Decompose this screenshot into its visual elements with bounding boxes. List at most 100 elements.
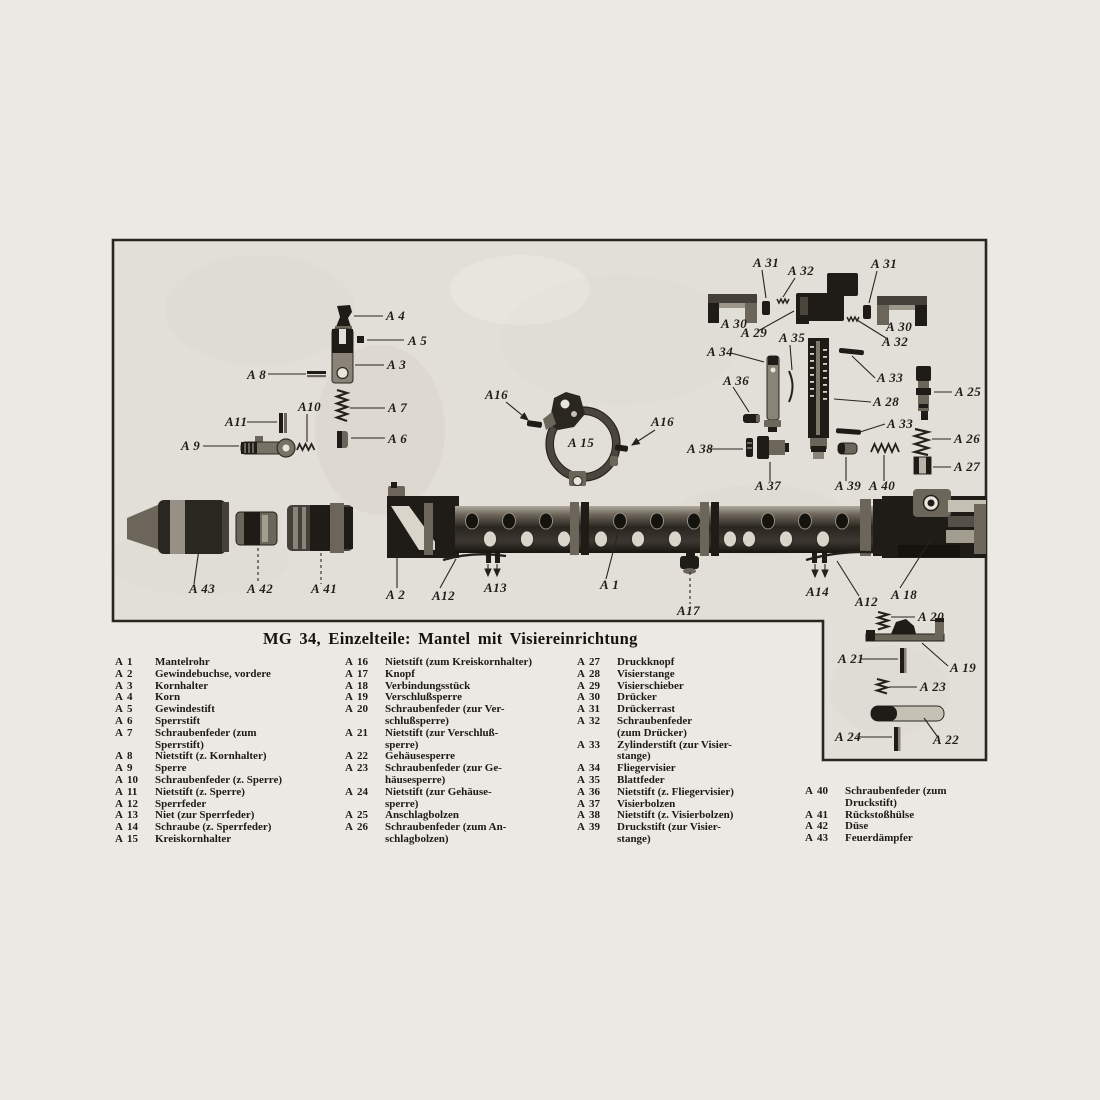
- part-a6-sperrstift: [337, 431, 348, 448]
- part-name: Anschlagbolzen: [385, 809, 459, 822]
- part-number-digit: 8: [127, 750, 133, 763]
- part-number-digit: 13: [127, 809, 138, 822]
- part-name: Nietstift (z. Visierbolzen): [617, 809, 734, 822]
- diagram-label: A 33: [876, 370, 903, 385]
- diagram-label: A 24: [834, 729, 861, 744]
- diagram-label: A 29: [740, 325, 767, 340]
- part-name: Visierbolzen: [617, 797, 676, 810]
- part-name: Schraubenfeder (zur Ver- schlußsperre): [385, 703, 505, 727]
- page-title: MG 34, Einzelteile: Mantel mit Visierein…: [263, 629, 638, 648]
- part-name: Gewindestift: [155, 703, 215, 716]
- part-name: Visierstange: [617, 667, 675, 680]
- panel-border: [111, 238, 988, 762]
- part-a24-nietstift: [894, 727, 901, 751]
- part-number-letter: A: [577, 656, 585, 668]
- part-number-digit: 39: [589, 821, 600, 834]
- part-a22-gehaeusesperre: [870, 705, 945, 722]
- part-a4-korn: [335, 305, 352, 330]
- diagram-label: A 35: [778, 330, 805, 345]
- part-number-letter: A: [115, 832, 123, 845]
- part-number-digit: 1: [127, 656, 133, 668]
- part-number-letter: A: [345, 821, 353, 834]
- part-number-letter: A: [805, 832, 813, 845]
- part-a25-anschlagbolzen: [916, 366, 931, 420]
- part-number-digit: 37: [589, 797, 600, 810]
- part-number-digit: 11: [127, 785, 138, 798]
- part-name: Schraubenfeder (zum Druckstift): [845, 785, 947, 809]
- parts-list-entry: A 15 Kreiskornhalter: [115, 832, 343, 846]
- part-name: Kreiskornhalter: [155, 832, 232, 845]
- diagram-label: A 18: [890, 587, 917, 602]
- part-number-letter: A: [115, 773, 123, 786]
- part-number-letter: A: [577, 809, 585, 822]
- diagram-label: A 41: [310, 581, 337, 596]
- part-number-digit: 15: [127, 832, 138, 845]
- part-number-letter: A: [577, 691, 585, 704]
- part-number-letter: A: [115, 667, 123, 680]
- part-a30-druecker-right: [877, 296, 927, 326]
- part-name: Nietstift (zur Verschluß- sperre): [385, 726, 499, 751]
- part-number-digit: 21: [357, 726, 368, 739]
- part-number-digit: 5: [127, 703, 133, 716]
- diagram-label: A 36: [722, 373, 749, 388]
- part-name: Schraubenfeder (zur Ge- häusesperre): [385, 762, 502, 786]
- part-name: Knopf: [385, 667, 415, 680]
- part-number-letter: A: [577, 797, 585, 810]
- part-number-digit: 22: [357, 750, 368, 763]
- part-name: Blattfeder: [617, 773, 665, 786]
- parts-list-entry: A 37 Visierbolzen: [577, 797, 805, 811]
- part-a10-schraubenfeder: [296, 441, 316, 453]
- part-number-letter: A: [115, 785, 123, 798]
- part-a8-nietstift: [307, 371, 326, 378]
- diagram-label: A 31: [870, 256, 897, 271]
- part-number-letter: A: [577, 667, 585, 680]
- part-number-digit: 31: [589, 703, 600, 716]
- jacket-holes-lower: [483, 530, 830, 548]
- part-a9-sperre: [240, 436, 296, 458]
- part-a18-verbindungsstueck-rear: [860, 489, 986, 558]
- part-number-digit: 2: [127, 667, 133, 680]
- part-name: Drückerrast: [617, 703, 676, 716]
- diagram-label: A 20: [917, 609, 944, 624]
- part-number-digit: 18: [357, 679, 368, 692]
- diagram-label: A 31: [752, 255, 779, 270]
- diagram-label: A 32: [881, 334, 908, 349]
- part-a26-schraubenfeder: [910, 427, 933, 457]
- part-name: Rückstoßhülse: [845, 808, 915, 821]
- part-number-digit: 19: [357, 691, 368, 704]
- diagram-label: A 30: [720, 316, 747, 331]
- diagram-label: A10: [297, 399, 321, 414]
- part-number-letter: A: [805, 808, 813, 821]
- part-number-letter: A: [345, 703, 353, 716]
- part-number-digit: 43: [817, 832, 828, 845]
- part-a29-visierschieber: [796, 273, 858, 324]
- diagram-label: A 39: [834, 478, 861, 493]
- diagram-label: A 21: [837, 651, 864, 666]
- diagram-label: A 27: [953, 459, 980, 474]
- diagram-label: A 1: [599, 577, 619, 592]
- part-number-digit: 24: [357, 785, 368, 798]
- part-number-letter: A: [115, 762, 123, 775]
- part-a7-schraubenfeder: [333, 388, 351, 423]
- part-a5-gewindestift: [357, 336, 364, 343]
